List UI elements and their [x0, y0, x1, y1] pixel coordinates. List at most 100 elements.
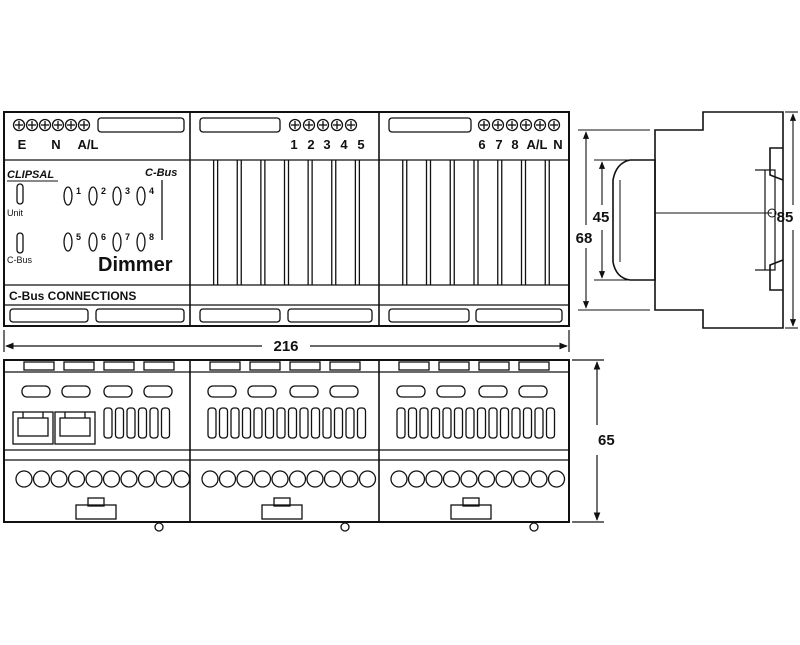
side-view	[612, 111, 784, 329]
terminal-hole	[236, 470, 254, 488]
din-clip	[261, 504, 303, 520]
terminal-hole	[530, 470, 548, 488]
terminal-label-7: 7	[495, 137, 502, 152]
mounting-tab	[103, 361, 135, 371]
bottom-screw	[529, 522, 539, 532]
terminal-hole	[512, 470, 531, 488]
mounting-tab	[518, 361, 550, 371]
width-dimension-label: 216	[273, 338, 298, 355]
channel-button	[114, 407, 125, 439]
rj45-socket-1	[12, 411, 54, 445]
terminal-hole	[442, 470, 461, 488]
terminal-label-N-right: N	[553, 137, 562, 152]
channel-button	[264, 407, 275, 439]
terminal-label-E: E	[18, 137, 27, 152]
terminal-screws-right	[477, 118, 561, 132]
channel-led	[112, 232, 122, 252]
front-details	[15, 361, 566, 532]
channel-led	[112, 186, 122, 206]
din-clip-tab	[462, 497, 480, 507]
channel-button	[499, 407, 510, 439]
channel-button	[276, 407, 286, 439]
top-view-labels: E N A/L 1 2 3 4 5 6 7 8 A/L N CLIPSAL C-…	[7, 137, 563, 303]
din-clip	[75, 504, 117, 520]
slot-window	[207, 385, 237, 398]
terminal-label-AL-right: A/L	[527, 137, 548, 152]
terminal-hole	[390, 470, 408, 488]
channel-button	[207, 407, 217, 439]
mounting-tab	[63, 361, 95, 371]
terminal-screw	[330, 118, 344, 132]
terminal-hole	[306, 470, 324, 488]
terminal-hole	[85, 470, 103, 488]
terminal-hole	[425, 470, 443, 488]
slot-window	[61, 385, 91, 398]
terminal-screw	[38, 118, 52, 132]
channel-button	[488, 407, 498, 439]
slot-window	[21, 385, 51, 398]
terminal-label-AL: A/L	[78, 137, 99, 152]
channel-button	[442, 407, 452, 439]
channel-button	[396, 407, 406, 439]
channel-button	[230, 407, 240, 439]
mounting-tab	[143, 361, 175, 371]
channel-button	[511, 407, 521, 439]
mounting-tab	[23, 361, 55, 371]
channel-number-5: 5	[76, 232, 81, 242]
channel-indicators	[63, 186, 146, 252]
channel-button	[137, 407, 148, 439]
mounting-tab	[329, 361, 361, 371]
channel-button	[522, 407, 533, 439]
terminal-hole	[271, 470, 289, 488]
terminal-screw	[25, 118, 39, 132]
channel-button	[103, 407, 113, 439]
channel-button	[160, 407, 171, 439]
terminal-hole	[67, 470, 86, 488]
channel-button	[534, 407, 544, 439]
bottom-screw	[340, 522, 350, 532]
terminal-screw	[302, 118, 316, 132]
channel-number-4: 4	[149, 186, 154, 196]
channel-led	[88, 186, 98, 206]
slot-window	[518, 385, 548, 398]
terminal-screw	[477, 118, 491, 132]
side-dimension-68: 68	[576, 230, 593, 247]
channel-button	[333, 407, 344, 439]
channel-number-3: 3	[125, 186, 130, 196]
terminal-screw	[547, 118, 561, 132]
top-view	[3, 111, 570, 327]
depth-dimension-label: 65	[598, 432, 615, 449]
channel-led	[136, 186, 146, 206]
channel-number-2: 2	[101, 186, 106, 196]
terminal-hole	[341, 470, 359, 488]
channel-led	[63, 232, 73, 252]
rj45-socket-2	[54, 411, 96, 445]
terminal-screw	[519, 118, 533, 132]
terminal-hole	[201, 470, 219, 488]
din-clip-tab	[87, 497, 105, 507]
mounting-tab	[289, 361, 321, 371]
channel-button	[545, 407, 556, 439]
channel-button	[407, 407, 418, 439]
brand-logo: CLIPSAL	[7, 169, 54, 181]
channel-button	[476, 407, 487, 439]
channel-led	[63, 186, 73, 206]
cbus-logo: C-Bus	[145, 167, 177, 179]
slot-window	[396, 385, 426, 398]
terminal-hole	[323, 470, 342, 488]
mounting-tab	[209, 361, 241, 371]
terminal-screw	[344, 118, 358, 132]
din-clip-tab	[273, 497, 291, 507]
depth-dimension	[572, 359, 604, 523]
channel-button	[126, 407, 136, 439]
terminal-label-8: 8	[511, 137, 518, 152]
slot-window	[289, 385, 319, 398]
terminal-screw	[77, 118, 91, 132]
terminal-hole	[477, 470, 496, 488]
channel-led	[88, 232, 98, 252]
terminal-hole	[155, 470, 173, 488]
channel-number-7: 7	[125, 232, 130, 242]
terminal-label-3: 3	[323, 137, 330, 152]
width-dimension	[3, 330, 570, 352]
